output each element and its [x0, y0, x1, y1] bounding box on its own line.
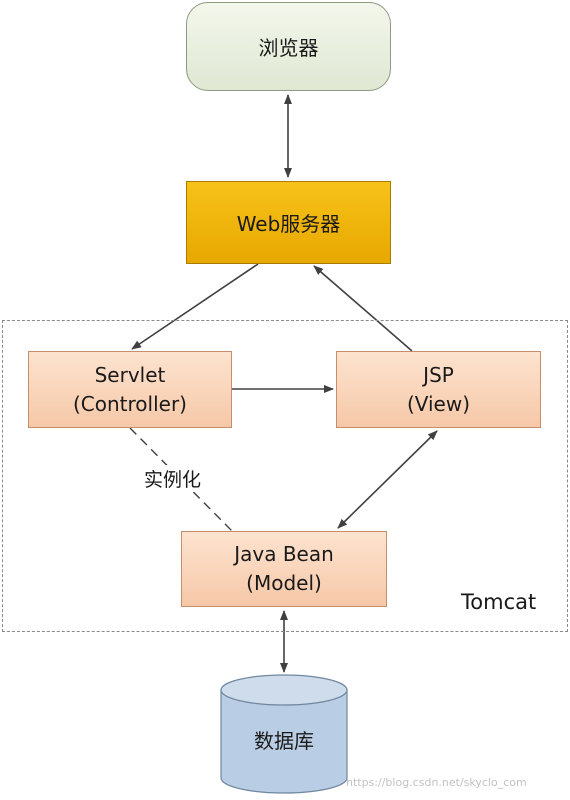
servlet-node: Servlet (Controller) [28, 351, 232, 428]
browser-node: 浏览器 [186, 2, 391, 91]
instantiate-label: 实例化 [143, 465, 203, 492]
jsp-node: JSP (View) [336, 351, 541, 428]
browser-label: 浏览器 [258, 36, 319, 60]
java-bean-role: (Model) [246, 571, 322, 595]
database-cylinder [220, 674, 348, 794]
jsp-name: JSP [423, 362, 454, 387]
tomcat-label: Tomcat [461, 590, 537, 614]
web-server-node: Web服务器 [186, 181, 391, 264]
database-label: 数据库 [254, 729, 314, 753]
tomcat-container [2, 320, 568, 632]
servlet-role: (Controller) [73, 391, 187, 416]
instantiate-dashed-line [129, 427, 233, 532]
servlet-name: Servlet [94, 362, 166, 387]
java-bean-name: Java Bean [234, 542, 334, 566]
web-server-label: Web服务器 [236, 212, 341, 236]
jsp-bean-arrow [337, 430, 438, 529]
web-to-servlet-arrow [131, 263, 259, 350]
jsp-role: (View) [406, 391, 471, 416]
jsp-to-web-arrow [313, 265, 413, 352]
java-bean-node: Java Bean (Model) [181, 531, 387, 607]
watermark-text: https://blog.csdn.net/skyclo_com [346, 776, 527, 789]
